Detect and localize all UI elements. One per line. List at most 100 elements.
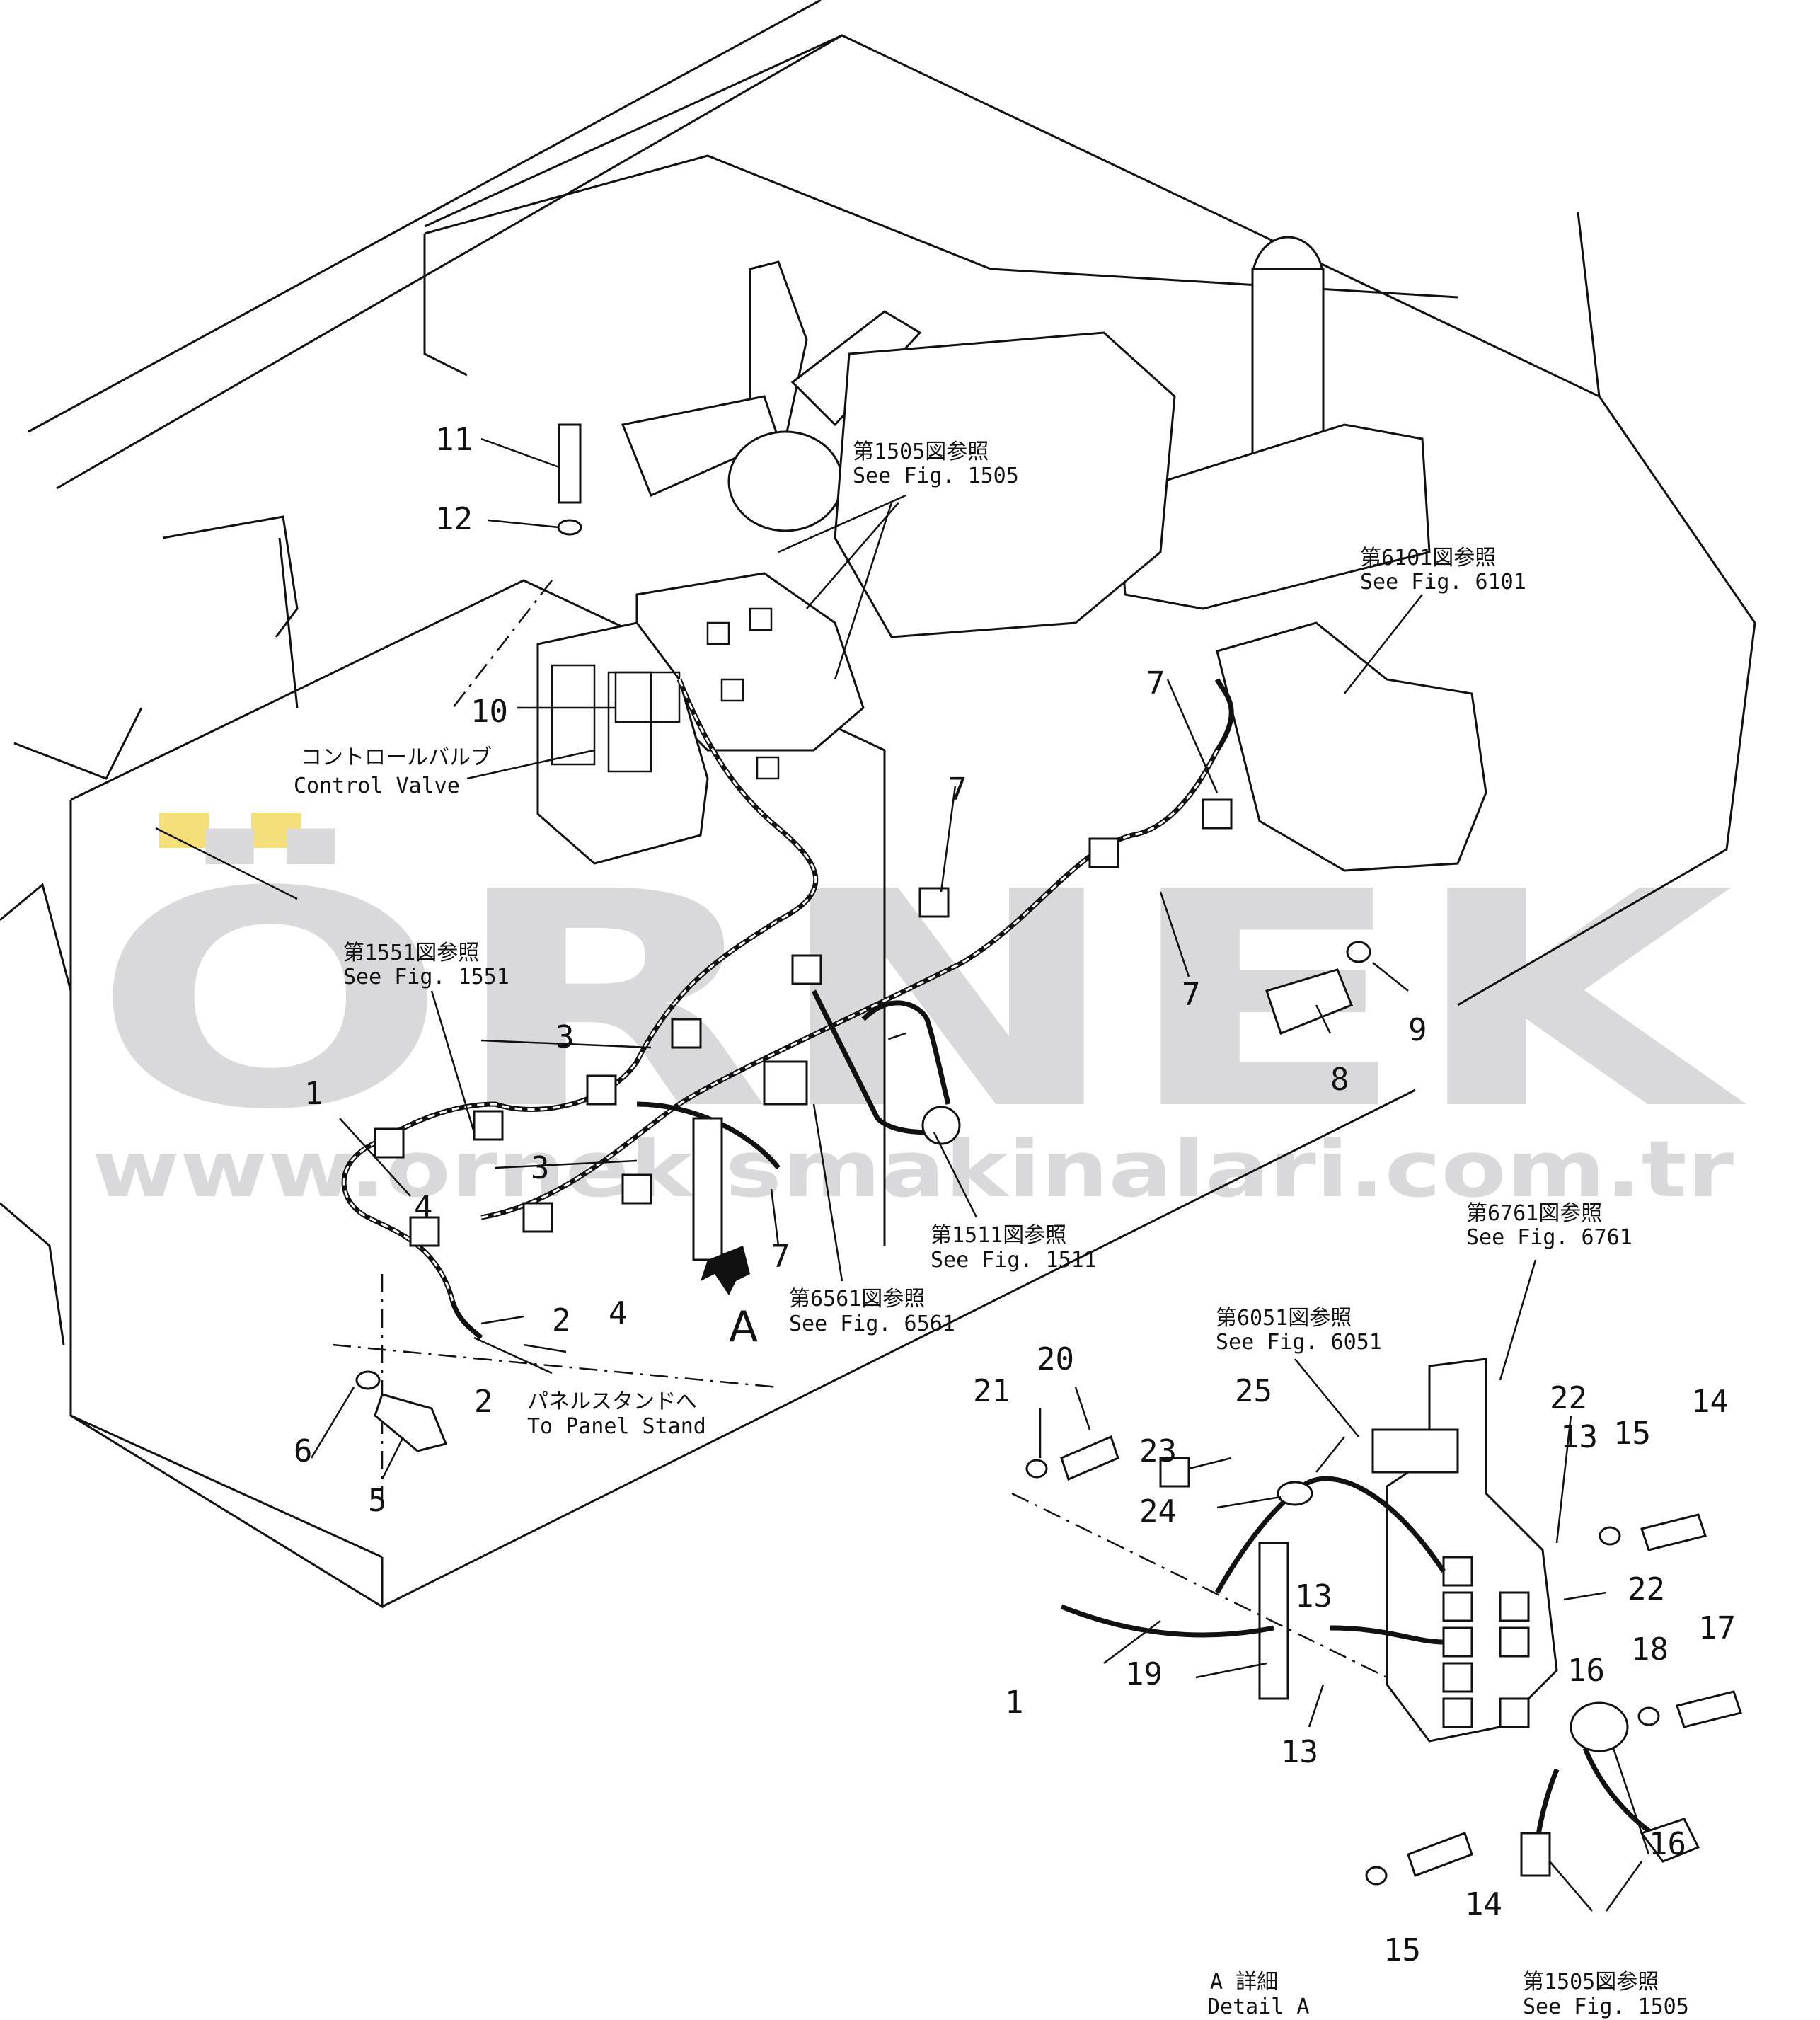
- watermark-url: www.ornekismakinalari.com.tr: [92, 1124, 1734, 1215]
- washer-18: [1637, 1706, 1660, 1726]
- clamp: [1088, 837, 1119, 868]
- ref-fig-6761-en: See Fig. 6761: [1466, 1225, 1632, 1250]
- watermark: ÖRNEK www.ornekismakinalari.com.tr: [92, 813, 1749, 1215]
- diode-23: [1159, 1457, 1190, 1488]
- part-label-14: 14: [1465, 1886, 1502, 1922]
- part-label-3: 3: [531, 1150, 550, 1186]
- view-a-arrow: [701, 1246, 750, 1295]
- watermark-logo: ÖRNEK: [92, 825, 1749, 1175]
- ref-fig-1511-jp: 第1511図参照: [931, 1223, 1066, 1248]
- connector-right: [1640, 1818, 1700, 1863]
- ref-fig-6051-en: See Fig. 6051: [1216, 1330, 1382, 1355]
- control-valve-label-jp: コントロールバルブ: [301, 745, 492, 770]
- ref-fig-1505-jp: 第1505図参照: [853, 440, 989, 464]
- part-label-11: 11: [435, 422, 473, 458]
- control-valve-label-en: Control Valve: [294, 774, 460, 798]
- bolt-14b: [1407, 1832, 1473, 1877]
- ref-fig-1505-en: See Fig. 1505: [853, 464, 1019, 488]
- part-label-6: 6: [294, 1433, 313, 1469]
- panel-stand-label-en: To Panel Stand: [527, 1414, 706, 1439]
- clamp: [473, 1110, 504, 1141]
- part-label-21: 21: [973, 1373, 1010, 1409]
- clamp: [671, 1018, 702, 1049]
- part-label-7: 7: [948, 771, 967, 808]
- engine-block: [834, 331, 1176, 638]
- engine-assembly: [621, 236, 1487, 872]
- part-number-labels: 11 12 10 7 7 7 7 8 9 3 3 1 4 4 2 2 6 5 2…: [294, 422, 1736, 1968]
- washer-15b: [1365, 1866, 1388, 1886]
- part-label-1: 1: [1005, 1685, 1024, 1721]
- part-label-7: 7: [1146, 665, 1165, 701]
- ref-fig-1505-detail-en: See Fig. 1505: [1523, 1995, 1689, 2019]
- part-label-5: 5: [368, 1483, 387, 1519]
- part-label-17: 17: [1698, 1610, 1736, 1646]
- ref-fig-1551-jp: 第1551図参照: [343, 941, 479, 965]
- main-harness: [341, 423, 1371, 1452]
- part-label-1: 1: [304, 1076, 323, 1112]
- part-label-18: 18: [1631, 1631, 1669, 1668]
- part-label-13: 13: [1295, 1578, 1332, 1614]
- clamp-24: [1277, 1481, 1313, 1506]
- part-label-22: 22: [1628, 1571, 1665, 1607]
- part-label-4: 4: [414, 1189, 433, 1225]
- part-label-2: 2: [474, 1384, 493, 1420]
- part-label-13: 13: [1560, 1419, 1598, 1455]
- part-label-16: 16: [1649, 1826, 1686, 1862]
- part-label-15: 15: [1613, 1416, 1651, 1452]
- washer-6: [355, 1370, 381, 1390]
- detail-a-label-en: Detail A: [1207, 1995, 1310, 2019]
- ref-fig-6561-en: See Fig. 6561: [789, 1312, 955, 1336]
- bolt-17: [1676, 1690, 1742, 1728]
- machine-outline: [0, 0, 1756, 1609]
- part-label-3: 3: [555, 1019, 575, 1055]
- relay: [763, 1060, 808, 1106]
- muffler-body: [1117, 423, 1431, 610]
- ref-fig-6561-jp: 第6561図参照: [789, 1287, 925, 1312]
- part-label-13: 13: [1281, 1734, 1318, 1770]
- controller: [1371, 1428, 1459, 1474]
- bolt-14a: [1640, 1513, 1707, 1551]
- ref-fig-6761-jp: 第6761図参照: [1466, 1201, 1602, 1226]
- part-label-23: 23: [1139, 1433, 1177, 1469]
- watermark-accent-right: [251, 813, 301, 848]
- clamp: [586, 1074, 617, 1106]
- detail-a-label-jp: A 詳細: [1210, 1970, 1278, 1995]
- clamp: [374, 1127, 405, 1159]
- ref-fig-6051-jp: 第6051図参照: [1216, 1306, 1352, 1331]
- washer-12: [557, 519, 582, 536]
- connector-bracket: [692, 1117, 723, 1261]
- part-label-25: 25: [1235, 1373, 1272, 1409]
- ref-fig-1505-detail-jp: 第1505図参照: [1523, 1970, 1659, 1995]
- relay-16: [1570, 1701, 1629, 1752]
- bolt-11: [558, 423, 582, 504]
- sensor-c: [720, 678, 744, 702]
- part-label-7: 7: [771, 1239, 790, 1275]
- ref-fig-6101-jp: 第6101図参照: [1360, 546, 1496, 570]
- part-label-12: 12: [435, 501, 473, 537]
- panel-stand-label-jp: パネルスタンドへ: [527, 1389, 697, 1414]
- part-label-4: 4: [609, 1295, 628, 1331]
- washer-9: [1346, 941, 1371, 963]
- bolt-8: [1265, 968, 1353, 1035]
- connector-left: [1520, 1832, 1551, 1877]
- washer-15a: [1599, 1526, 1621, 1546]
- sensor-a: [706, 621, 730, 645]
- bolt-20: [1060, 1435, 1119, 1481]
- sensor-d: [756, 756, 780, 780]
- control-valve: [536, 621, 709, 865]
- bolt-5: [374, 1393, 448, 1452]
- part-label-9: 9: [1408, 1012, 1427, 1048]
- ref-fig-1511-en: See Fig. 1511: [931, 1248, 1097, 1273]
- figure-references: 第1505図参照 See Fig. 1505 第6101図参照 See Fig.…: [294, 440, 1689, 2019]
- muffler-pipe: [1251, 268, 1325, 454]
- ref-fig-1551-en: See Fig. 1551: [343, 965, 509, 989]
- washer-21: [1025, 1459, 1048, 1479]
- sensor-b: [749, 607, 773, 631]
- part-label-8: 8: [1330, 1062, 1349, 1098]
- part-label-14: 14: [1691, 1384, 1729, 1420]
- alternator: [727, 430, 843, 532]
- part-label-19: 19: [1125, 1656, 1163, 1692]
- leader-lines: [310, 437, 1650, 1912]
- part-label-16: 16: [1567, 1653, 1605, 1689]
